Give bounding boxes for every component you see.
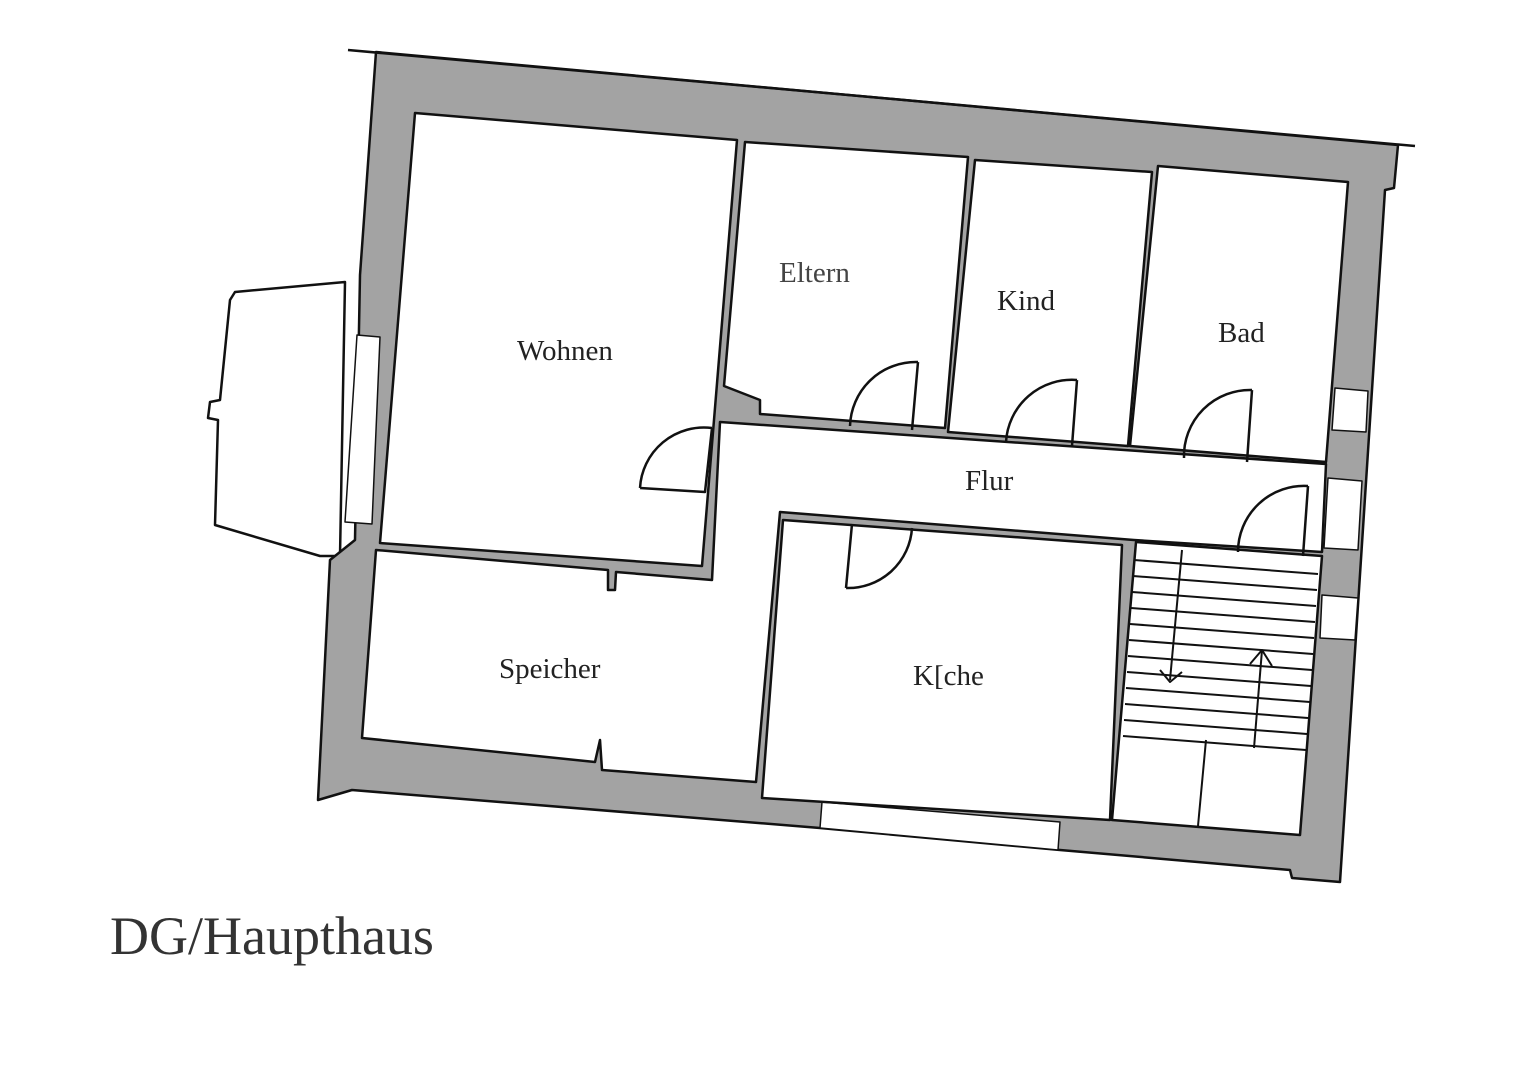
room-label-kind: Kind bbox=[997, 285, 1055, 317]
room-label-flur: Flur bbox=[965, 465, 1014, 497]
window-right-2 bbox=[1323, 477, 1363, 551]
window-right-3 bbox=[1319, 594, 1359, 641]
room-label-speicher: Speicher bbox=[499, 653, 601, 685]
room-eltern bbox=[722, 140, 970, 430]
room-wohnen bbox=[378, 111, 739, 568]
window-left bbox=[344, 334, 381, 525]
staircase bbox=[1110, 540, 1324, 837]
room-kind bbox=[946, 158, 1154, 448]
bay-annex bbox=[206, 280, 347, 558]
roof-line bbox=[347, 48, 1416, 148]
window-right-1 bbox=[1331, 387, 1369, 433]
room-label-eltern: Eltern bbox=[779, 257, 850, 289]
room-label-kueche: K[che bbox=[913, 660, 984, 692]
doors bbox=[638, 360, 1310, 590]
stair-steps bbox=[1122, 549, 1319, 827]
room-bad bbox=[1128, 164, 1350, 464]
room-label-wohnen: Wohnen bbox=[517, 335, 613, 367]
window-bottom bbox=[819, 801, 1061, 851]
room-flur-speicher bbox=[360, 420, 1328, 784]
room-kueche bbox=[760, 518, 1124, 822]
room-label-bad: Bad bbox=[1218, 317, 1265, 349]
floor-title: DG/Haupthaus bbox=[110, 906, 434, 966]
